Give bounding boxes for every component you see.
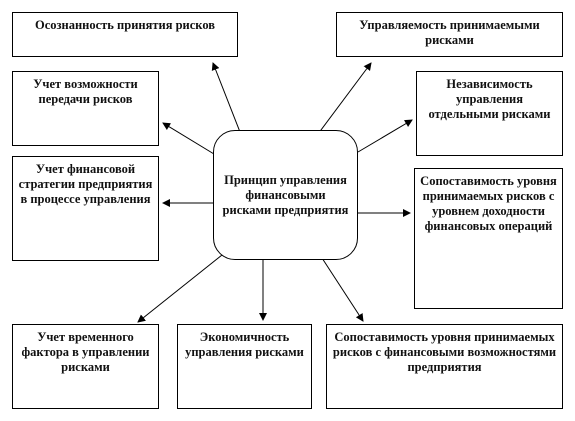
box-awareness: Осознанность принятия рисков (12, 12, 238, 57)
label-independence: Независимость управления отдельными риск… (428, 77, 551, 121)
label-awareness: Осознанность принятия рисков (34, 18, 216, 32)
label-center: Принцип управления финансовыми рисками п… (222, 172, 349, 217)
arrow-to-manageability (317, 62, 372, 135)
box-manageability: Управляемость принимаемыми рисками (336, 12, 563, 57)
center-principle: Принцип управления финансовыми рисками п… (213, 130, 358, 260)
arrow-to-awareness (211, 62, 241, 133)
box-time-factor: Учет временного фактора в управлении рис… (12, 324, 159, 409)
label-manageability: Управляемость принимаемыми рисками (359, 18, 540, 47)
label-strategy: Учет финансовой стратегии предприятия в … (18, 162, 153, 206)
label-time-factor: Учет временного фактора в управлении рис… (21, 330, 150, 374)
box-strategy: Учет финансовой стратегии предприятия в … (12, 156, 159, 261)
label-comparability-capacity: Сопоставимость уровня принимаемых рисков… (332, 330, 557, 374)
label-transfer: Учет возможности передачи рисков (33, 77, 138, 106)
arrow-to-independence (357, 119, 413, 153)
box-economy: Экономичность управления рисками (177, 324, 312, 409)
arrow-to-transfer (162, 122, 215, 155)
box-transfer: Учет возможности передачи рисков (12, 71, 159, 146)
label-economy: Экономичность управления рисками (185, 330, 304, 359)
box-comparability-capacity: Сопоставимость уровня принимаемых рисков… (326, 324, 563, 409)
box-independence: Независимость управления отдельными риск… (416, 71, 563, 156)
arrow-to-time-factor (137, 254, 223, 323)
label-comparability-income: Сопоставимость уровня принимаемых рисков… (420, 174, 557, 233)
arrow-to-comparability-capacity (321, 257, 364, 322)
box-comparability-income: Сопоставимость уровня принимаемых рисков… (414, 168, 563, 309)
